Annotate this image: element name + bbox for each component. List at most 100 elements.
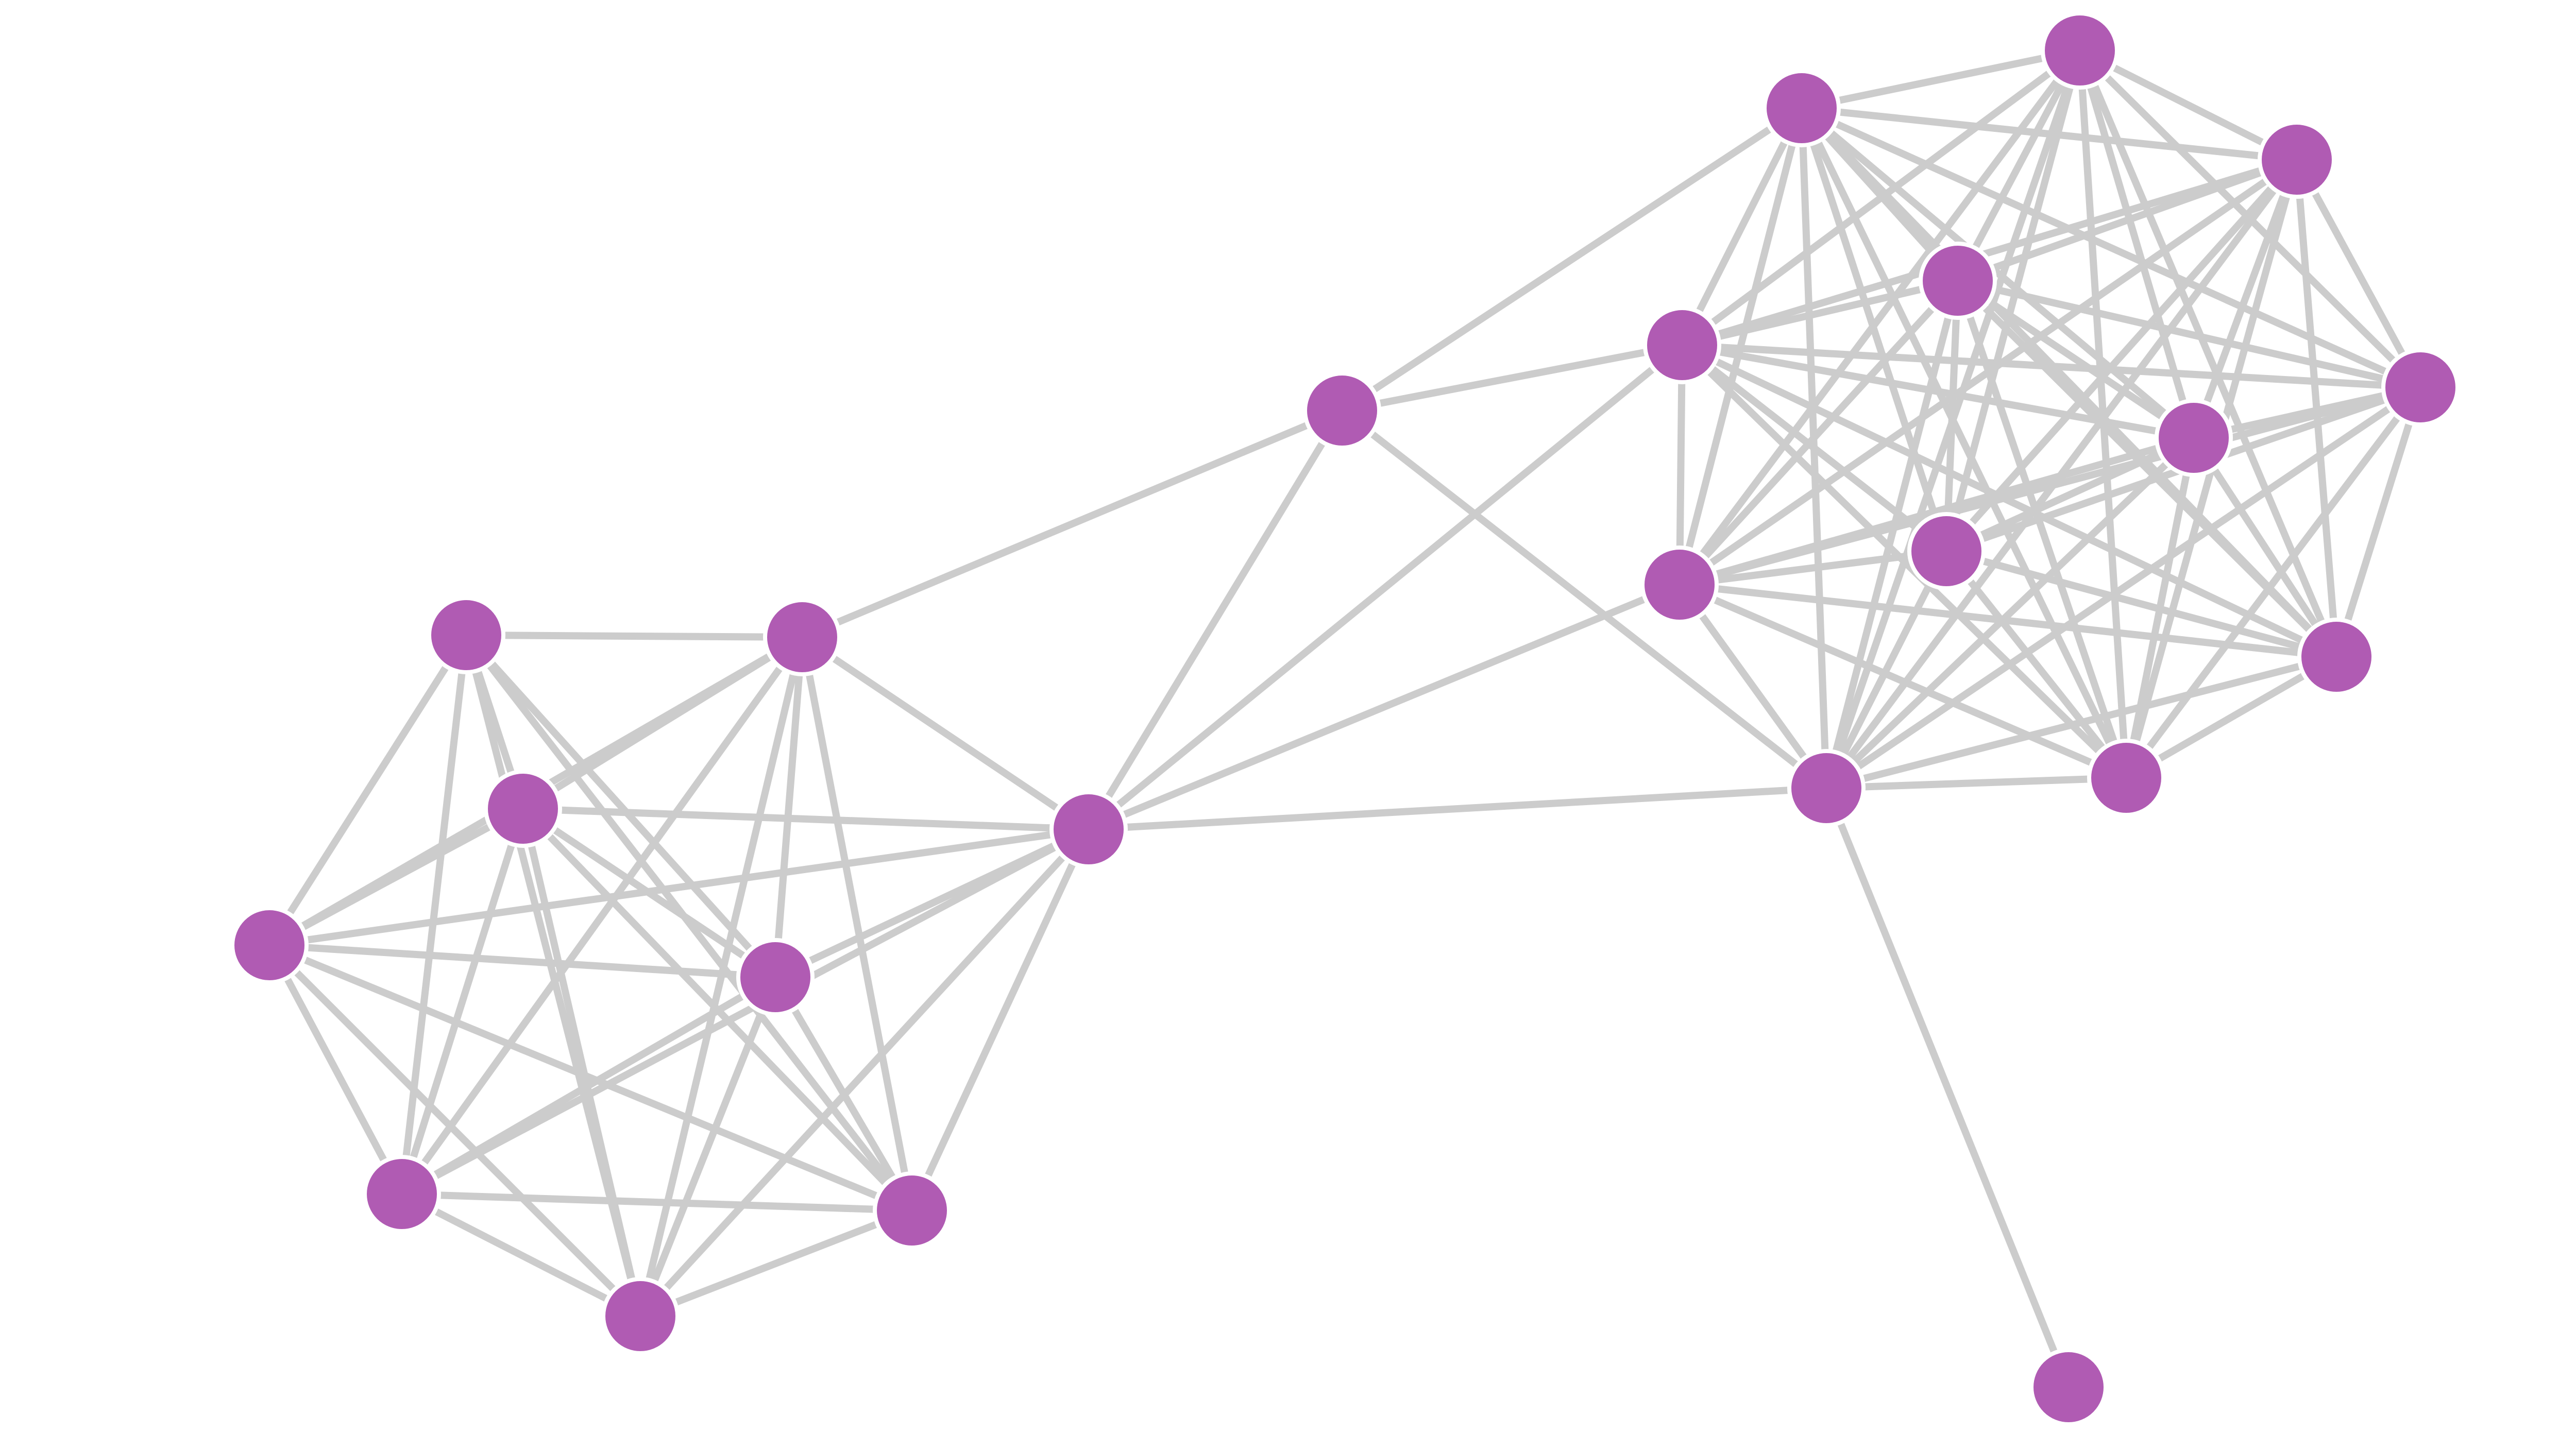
edge-n12-n20 [1676,548,1950,588]
edge-n6-n11 [1085,342,1686,833]
edge-n4-n7 [266,942,405,1198]
edge-n2-n8 [799,634,916,1214]
edge-n16-n20 [1943,156,2300,555]
edge-n15-n16 [2076,47,2300,163]
node-n7[interactable] [363,1155,441,1233]
edge-n20-n22 [1943,548,2130,781]
edge-n6-n8 [908,826,1092,1214]
edge-n1-n7 [398,632,470,1198]
edge-n14-n18 [1798,105,2424,391]
edge-n18-n22 [2123,384,2424,781]
edge-n11-n17 [1679,277,1961,349]
node-n22[interactable] [2087,739,2165,817]
edge-n12-n14 [1676,105,1805,588]
edge-n15-n20 [1943,47,2083,555]
node-n15[interactable] [2041,11,2119,90]
edge-layer [266,47,2424,1391]
node-n19[interactable] [2155,399,2233,477]
edge-n2-n7 [398,634,806,1198]
edge-n17-n22 [1954,277,2130,781]
edge-n4-n6 [266,826,1092,949]
edge-n6-n13 [1085,785,1830,833]
edge-n1-n4 [266,632,470,949]
edge-n6-n12 [1085,581,1683,833]
edge-n4-n5 [266,942,779,981]
node-n16[interactable] [2258,121,2336,199]
edge-n6-n9 [637,826,1092,1320]
edge-n4-n8 [266,942,916,1214]
edge-n16-n17 [1954,156,2300,284]
edge-n7-n8 [398,1190,916,1214]
edge-n16-n19 [2190,156,2300,441]
edge-n15-n19 [2076,47,2197,441]
node-n10[interactable] [1303,371,1381,450]
node-layer [230,11,2460,1426]
edge-n2-n5 [772,634,806,981]
edge-n13-n23 [1823,785,2072,1391]
edge-n13-n16 [1823,156,2300,792]
edge-n17-n21 [1954,277,2340,660]
edge-n17-n19 [1954,277,2197,441]
edge-n19-n20 [1943,434,2197,555]
edge-n11-n14 [1679,105,1805,349]
node-n23[interactable] [2029,1348,2108,1426]
edge-n14-n15 [1798,47,2083,112]
node-n2[interactable] [763,598,841,676]
node-n3[interactable] [484,770,562,848]
edge-n13-n22 [1823,774,2130,792]
edge-n2-n10 [799,407,1346,641]
edge-n20-n21 [1943,548,2340,660]
edge-n12-n15 [1676,47,2083,588]
node-n1[interactable] [427,596,505,674]
edge-n13-n17 [1823,277,1961,792]
edge-n12-n21 [1676,581,2340,660]
edge-n13-n20 [1823,548,1950,792]
node-n12[interactable] [1640,545,1719,624]
edge-n15-n22 [2076,47,2130,781]
edge-n15-n17 [1954,47,2083,284]
edge-n5-n9 [637,974,779,1320]
node-n20[interactable] [1907,512,1986,590]
edge-n19-n21 [2190,434,2340,660]
node-n9[interactable] [601,1277,680,1355]
edge-n3-n4 [266,805,527,949]
edge-n8-n9 [637,1207,916,1320]
edge-n4-n9 [266,942,644,1320]
node-n4[interactable] [230,906,309,984]
edge-n14-n20 [1798,105,1950,555]
edge-n15-n18 [2076,47,2424,391]
node-n5[interactable] [736,938,815,1016]
edge-n14-n22 [1798,105,2130,781]
node-n8[interactable] [873,1171,951,1250]
edge-n21-n22 [2123,653,2340,781]
edge-n1-n2 [463,632,806,641]
edge-n1-n5 [463,632,779,981]
edge-n14-n16 [1798,105,2300,163]
edge-n10-n11 [1338,342,1686,414]
edge-n11-n12 [1676,342,1686,588]
edge-n3-n6 [519,805,1092,833]
node-n11[interactable] [1643,306,1721,384]
edge-n10-n14 [1338,105,1805,414]
edge-n13-n19 [1823,434,2197,792]
edge-n11-n16 [1679,156,2300,349]
edge-n2-n6 [799,634,1092,833]
node-n13[interactable] [1787,749,1866,827]
node-n6[interactable] [1049,790,1128,868]
edge-n17-n18 [1954,277,2424,391]
node-n18[interactable] [2381,348,2460,427]
edge-n10-n13 [1338,407,1830,792]
node-n14[interactable] [1762,69,1841,147]
edge-n16-n18 [2293,156,2424,391]
edge-n7-n9 [398,1190,644,1320]
node-n21[interactable] [2297,618,2376,696]
node-n17[interactable] [1919,242,1997,320]
edge-n18-n21 [2333,384,2424,660]
edge-n13-n14 [1798,105,1830,792]
edge-n11-n21 [1679,342,2340,660]
edge-n6-n7 [398,826,1092,1198]
edge-n3-n7 [398,805,527,1198]
edge-n14-n19 [1798,105,2197,441]
edge-n3-n9 [519,805,644,1320]
